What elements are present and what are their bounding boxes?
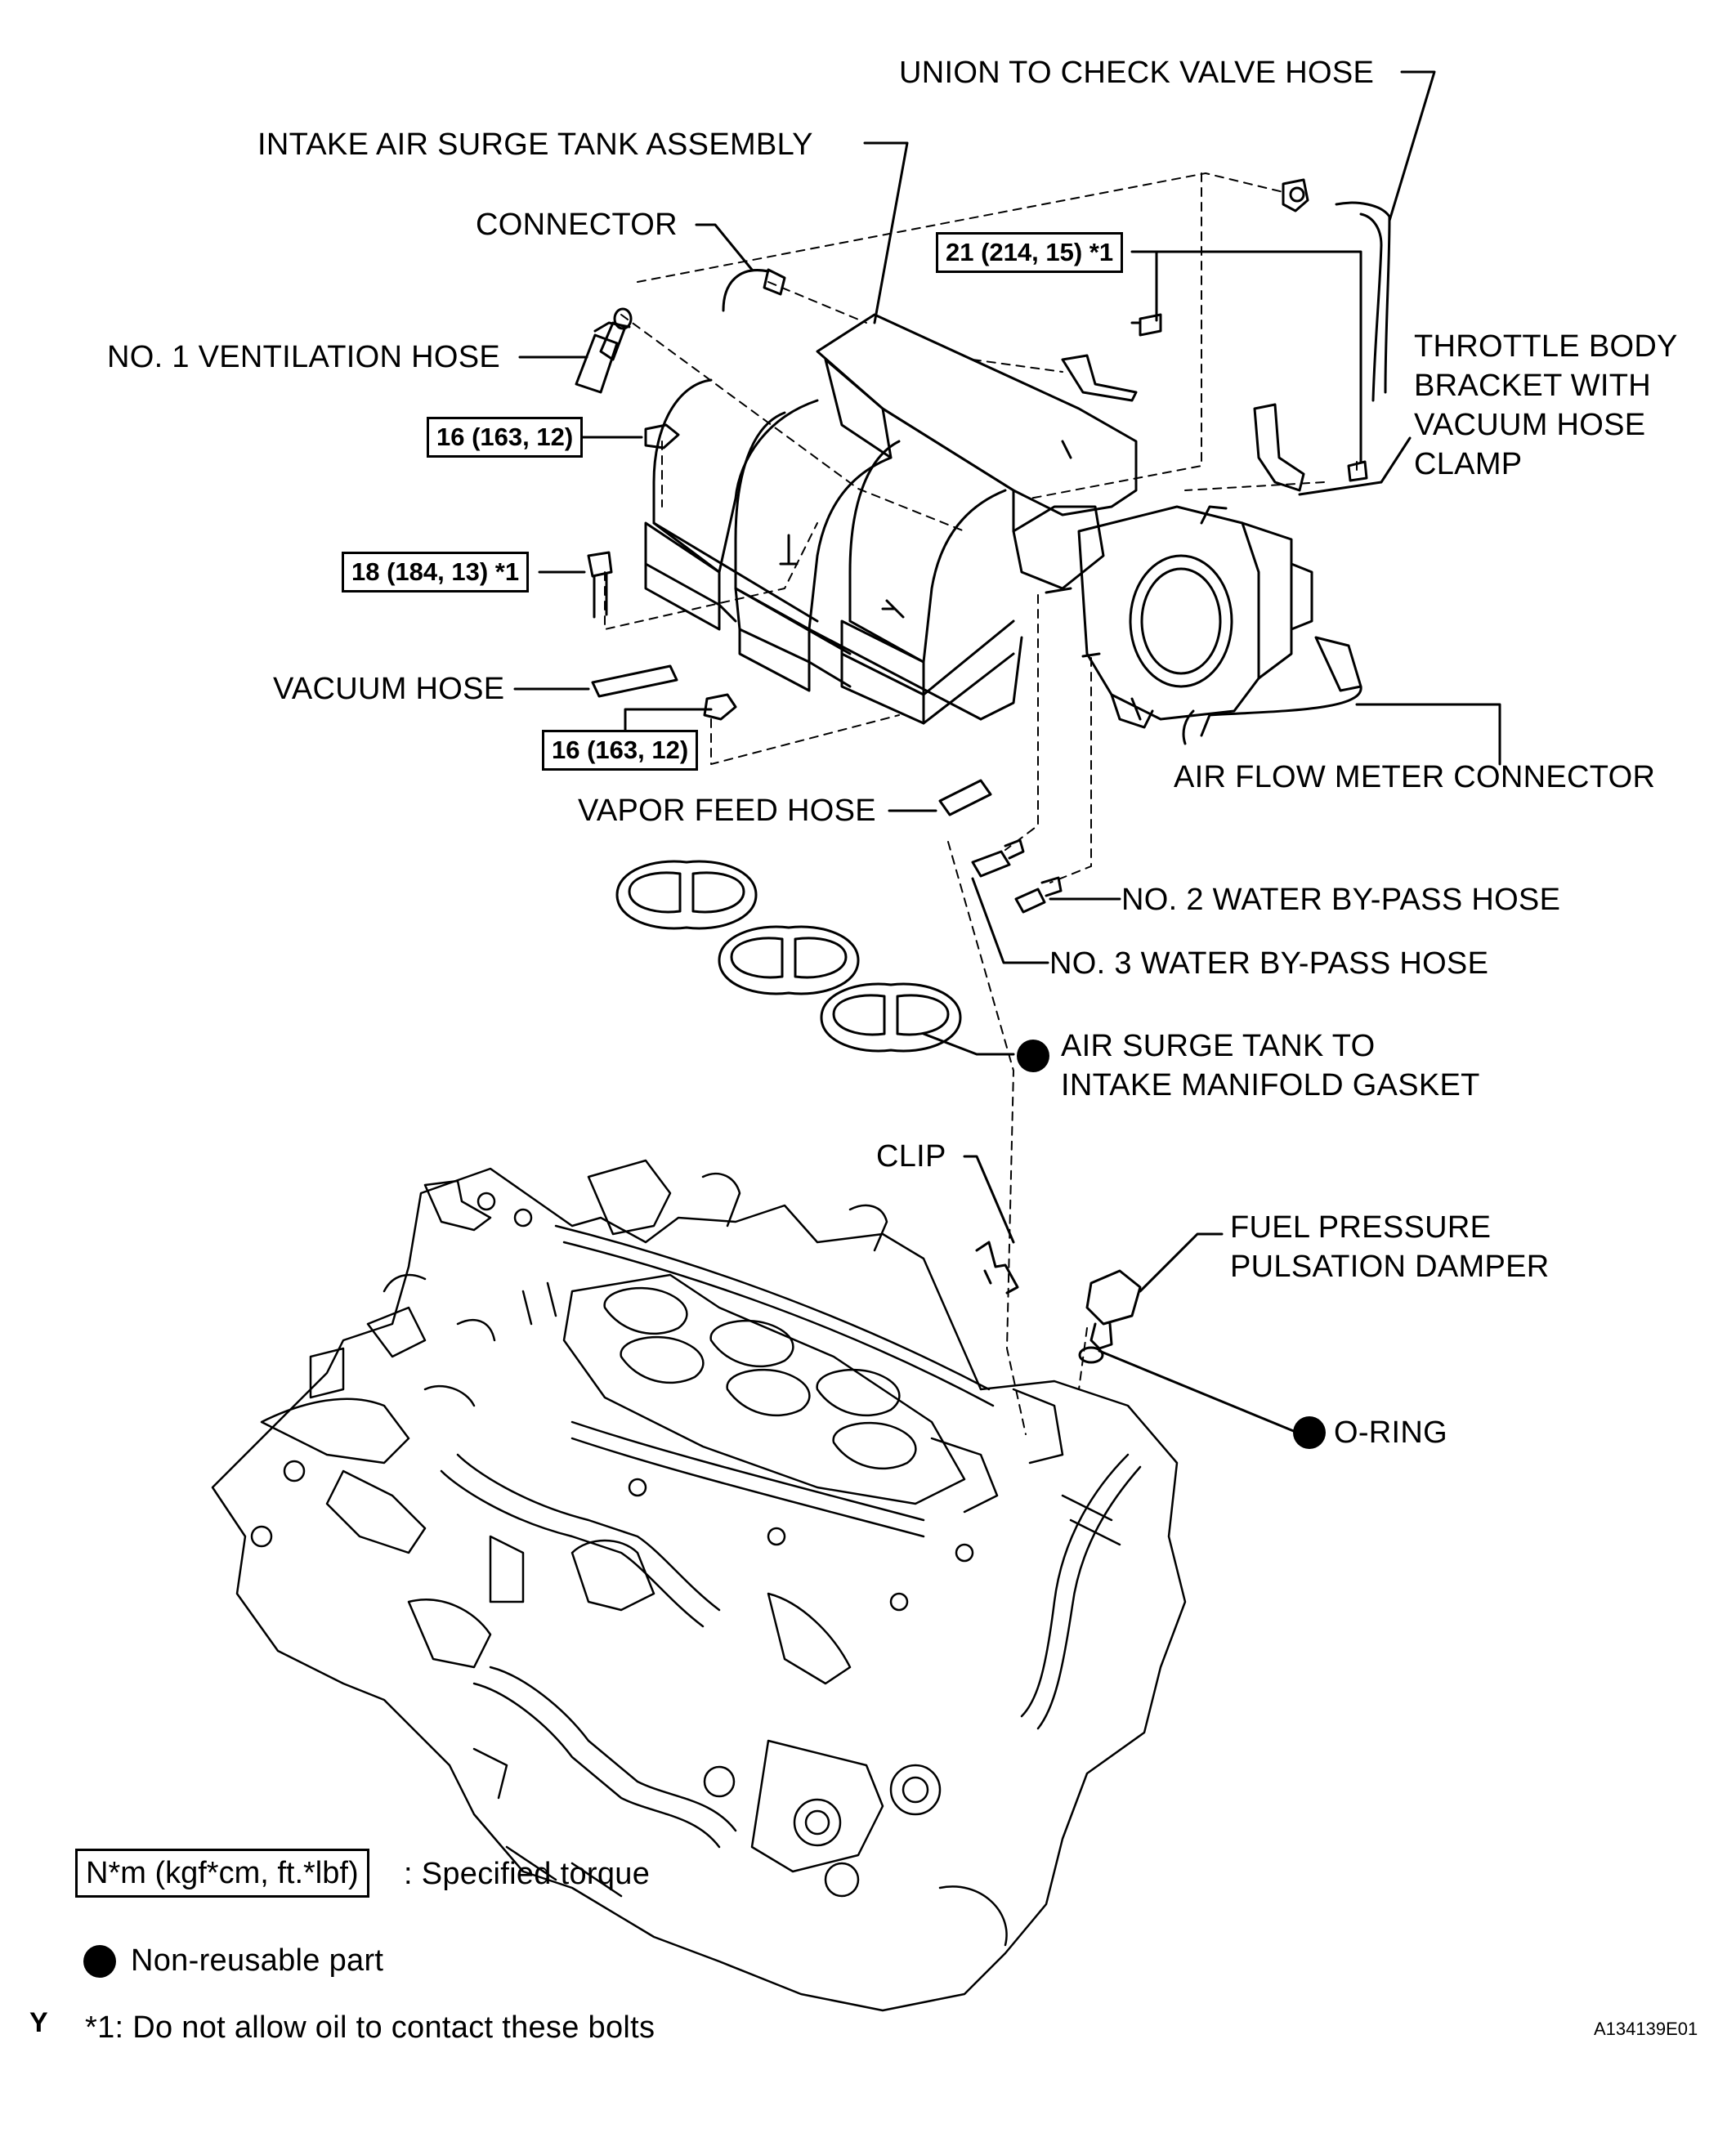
legend-note: *1: Do not allow oil to contact these bo…: [85, 2010, 655, 2045]
label-intake-air-surge-tank-assembly: INTAKE AIR SURGE TANK ASSEMBLY: [257, 127, 813, 162]
connector-and-hoses: [575, 268, 786, 394]
label-union-to-check-valve-hose: UNION TO CHECK VALVE HOSE: [899, 56, 1375, 90]
torque-box-18: 18 (184, 13) *1: [342, 552, 530, 593]
engine-block: [211, 1159, 1187, 2012]
label-connector: CONNECTOR: [476, 208, 678, 242]
label-clip: CLIP: [876, 1139, 946, 1174]
gaskets: [615, 860, 962, 1053]
torque-box-16-lower: 16 (163, 12): [542, 730, 699, 771]
legend-torque-box: N*m (kgf*cm, ft.*lbf): [75, 1849, 369, 1898]
clip-damper-oring: [975, 1241, 1142, 1364]
torque-box-21: 21 (214, 15) *1: [936, 232, 1124, 273]
label-o-ring: O-RING: [1334, 1415, 1448, 1450]
nonreusable-dot-gasket: [1017, 1040, 1049, 1072]
corner-y-mark: Y: [29, 2007, 48, 2038]
legend-torque-text: : Specified torque: [404, 1857, 651, 1891]
label-fuel-pressure-pulsation-damper: FUEL PRESSURE PULSATION DAMPER: [1230, 1210, 1550, 1284]
label-no2-water-bypass-hose: NO. 2 WATER BY-PASS HOSE: [1121, 883, 1561, 917]
intake-air-surge-tank: [644, 313, 1138, 725]
label-air-flow-meter-connector: AIR FLOW METER CONNECTOR: [1174, 760, 1656, 794]
nonreusable-dot-o-ring: [1293, 1416, 1326, 1449]
legend-nonreusable-dot: [83, 1945, 116, 1978]
label-air-surge-tank-gasket: AIR SURGE TANK TO INTAKE MANIFOLD GASKET: [1061, 1029, 1480, 1102]
small-hoses: [591, 664, 1063, 914]
label-vapor-feed-hose: VAPOR FEED HOSE: [578, 794, 876, 828]
label-no1-ventilation-hose: NO. 1 VENTILATION HOSE: [107, 340, 500, 374]
bracket-and-bolts: [587, 313, 1368, 721]
throttle-body: [1077, 505, 1362, 745]
legend-nonreusable-text: Non-reusable part: [131, 1943, 384, 1978]
label-vacuum-hose: VACUUM HOSE: [273, 672, 505, 706]
figure-code: A134139E01: [1594, 2019, 1698, 2039]
label-throttle-body-bracket: THROTTLE BODY BRACKET WITH VACUUM HOSE C…: [1414, 329, 1678, 481]
torque-box-16-upper: 16 (163, 12): [427, 417, 584, 458]
label-no3-water-bypass-hose: NO. 3 WATER BY-PASS HOSE: [1049, 946, 1489, 981]
union-to-check-valve-hose: [1282, 178, 1391, 402]
